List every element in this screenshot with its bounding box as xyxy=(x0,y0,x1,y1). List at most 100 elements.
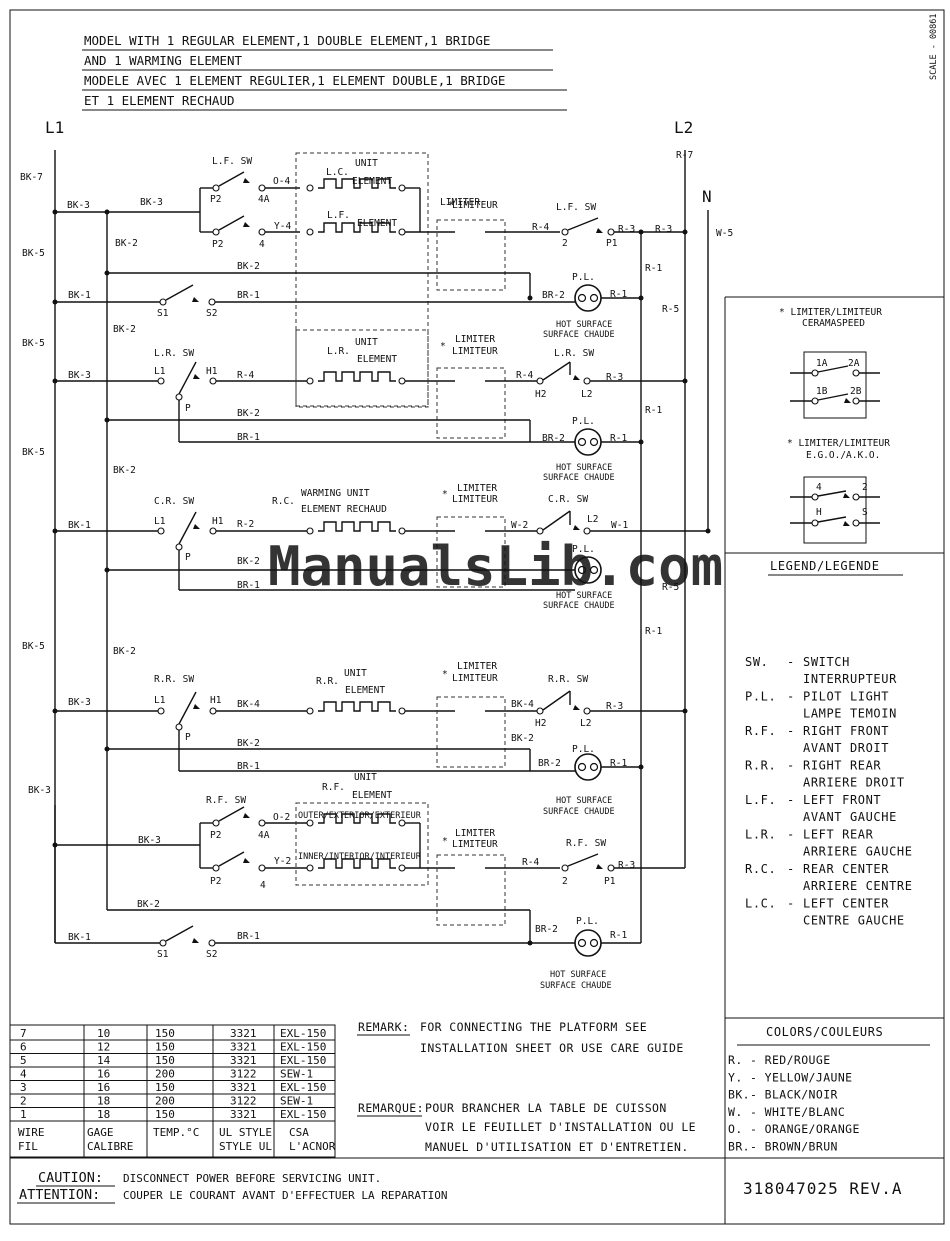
svg-text:R.C.: R.C. xyxy=(272,496,295,507)
svg-text:INSTALLATION SHEET OR USE CARE: INSTALLATION SHEET OR USE CARE GUIDE xyxy=(420,1041,684,1055)
svg-text:H1: H1 xyxy=(210,695,222,706)
svg-text:BK-1: BK-1 xyxy=(68,932,91,943)
table-cell: 6 xyxy=(20,1041,27,1054)
svg-text:S1: S1 xyxy=(157,308,169,319)
svg-text:R-3: R-3 xyxy=(606,701,623,712)
svg-text:HOT SURFACE: HOT SURFACE xyxy=(556,463,612,473)
svg-text:* LIMITER/LIMITEUR: * LIMITER/LIMITEUR xyxy=(787,438,890,449)
svg-text:4A: 4A xyxy=(258,830,270,841)
svg-text:BR-1: BR-1 xyxy=(237,931,260,942)
legend-title: LEGEND/LEGENDE xyxy=(770,559,880,573)
legend-english: REAR CENTER xyxy=(803,862,889,876)
l1-label: L1 xyxy=(45,118,64,137)
svg-text:BK-3: BK-3 xyxy=(138,835,161,846)
table-header: WIRE xyxy=(18,1126,45,1139)
table-cell: 14 xyxy=(97,1054,111,1067)
svg-text:UNIT: UNIT xyxy=(354,772,377,783)
table-cell: 3122 xyxy=(230,1068,257,1081)
svg-text:LIMITER: LIMITER xyxy=(457,661,497,672)
legend: LEGEND/LEGENDE SW.-SWITCHINTERRUPTEURP.L… xyxy=(745,559,912,928)
svg-text:R-2: R-2 xyxy=(237,519,254,530)
svg-text:P.L.: P.L. xyxy=(572,744,595,755)
svg-text:W-1: W-1 xyxy=(611,520,628,531)
table-cell: 150 xyxy=(155,1108,175,1121)
legend-french: AVANT DROIT xyxy=(803,741,889,755)
legend-dash: - xyxy=(787,793,795,807)
svg-text:R.F.: R.F. xyxy=(322,782,345,793)
svg-text:*: * xyxy=(442,669,448,680)
svg-text:2: 2 xyxy=(562,238,568,249)
svg-text:2: 2 xyxy=(862,482,868,493)
svg-text:L.C.: L.C. xyxy=(326,167,349,178)
legend-french: CENTRE GAUCHE xyxy=(803,914,905,928)
svg-text:R-1: R-1 xyxy=(610,930,627,941)
legend-abbr: R.F. xyxy=(745,724,776,738)
svg-text:HOT SURFACE: HOT SURFACE xyxy=(556,591,612,601)
legend-french: INTERRUPTEUR xyxy=(803,672,897,686)
color-item: Y. - YELLOW/JAUNE xyxy=(728,1070,853,1084)
watermark: ManualsLib.com xyxy=(268,535,723,598)
legend-abbr: SW. xyxy=(745,655,768,669)
svg-text:*: * xyxy=(442,836,448,847)
neutral-label: N xyxy=(702,187,712,206)
legend-french: ARRIERE DROIT xyxy=(803,776,905,790)
legend-english: LEFT CENTER xyxy=(803,897,889,911)
svg-text:P2: P2 xyxy=(210,876,221,887)
svg-text:CAUTION:: CAUTION: xyxy=(38,1170,103,1186)
limiter-detail-ego: * LIMITER/LIMITEUR E.G.O./A.K.O. 4 2 H S xyxy=(787,438,890,544)
table-cell: SEW-1 xyxy=(280,1068,313,1081)
caution-notice: CAUTION: DISCONNECT POWER BEFORE SERVICI… xyxy=(17,1170,448,1204)
svg-text:BK-5: BK-5 xyxy=(22,641,45,652)
svg-text:R-1: R-1 xyxy=(645,405,662,416)
svg-text:C.R. SW: C.R. SW xyxy=(548,494,588,505)
svg-text:O-4: O-4 xyxy=(273,176,290,187)
table-cell: EXL-150 xyxy=(280,1041,326,1054)
svg-text:R-1: R-1 xyxy=(610,758,627,769)
svg-text:SURFACE CHAUDE: SURFACE CHAUDE xyxy=(543,330,615,340)
svg-text:R-3: R-3 xyxy=(606,372,623,383)
legend-abbr: R.C. xyxy=(745,862,776,876)
table-cell: 3321 xyxy=(230,1054,257,1067)
legend-english: PILOT LIGHT xyxy=(803,690,889,704)
svg-text:HOT SURFACE: HOT SURFACE xyxy=(556,320,612,330)
svg-text:1B: 1B xyxy=(816,386,828,397)
svg-text:BK-2: BK-2 xyxy=(113,465,136,476)
table-cell: 18 xyxy=(97,1095,110,1108)
svg-text:BK-3: BK-3 xyxy=(67,200,90,211)
svg-text:P: P xyxy=(185,552,191,563)
table-header: CSA xyxy=(289,1126,309,1139)
svg-text:4A: 4A xyxy=(258,194,270,205)
svg-text:BK-2: BK-2 xyxy=(237,556,260,567)
svg-text:LIMITEUR: LIMITEUR xyxy=(452,346,498,357)
table-cell: 3321 xyxy=(230,1027,257,1040)
diagram-title: MODEL WITH 1 REGULAR ELEMENT,1 DOUBLE EL… xyxy=(82,33,567,111)
color-item: O. - ORANGE/ORANGE xyxy=(728,1122,860,1136)
svg-text:R.R. SW: R.R. SW xyxy=(548,674,588,685)
circuit-center-rear: BK-5 BK-2 BK-1 C.R. SW L1 H1 P BR-1 R-2 … xyxy=(22,447,711,637)
svg-text:E.G.O./A.K.O.: E.G.O./A.K.O. xyxy=(806,450,880,461)
svg-text:BK-4: BK-4 xyxy=(511,699,534,710)
svg-text:* LIMITER/LIMITEUR: * LIMITER/LIMITEUR xyxy=(779,307,882,318)
svg-text:R-4: R-4 xyxy=(237,370,254,381)
l1-wire-label: BK-7 xyxy=(20,172,43,183)
svg-text:BR-2: BR-2 xyxy=(538,758,561,769)
svg-text:ELEMENT: ELEMENT xyxy=(352,790,392,801)
svg-text:L1: L1 xyxy=(154,695,166,706)
circuit-left-rear: BK-5 BK-2 BK-3 L.R. SW L1 H1 P BR-1 R-4 … xyxy=(22,324,688,483)
svg-text:H2: H2 xyxy=(535,718,546,729)
color-item: W. - WHITE/BLANC xyxy=(728,1105,845,1119)
svg-text:BR-1: BR-1 xyxy=(237,580,260,591)
svg-text:CERAMASPEED: CERAMASPEED xyxy=(802,318,865,329)
table-cell: 150 xyxy=(155,1027,175,1040)
svg-text:P1: P1 xyxy=(606,238,618,249)
svg-text:R-4: R-4 xyxy=(522,857,539,868)
svg-text:BK-2: BK-2 xyxy=(237,408,260,419)
svg-text:L.R. SW: L.R. SW xyxy=(154,348,194,359)
svg-text:4: 4 xyxy=(259,239,265,250)
table-cell: 3321 xyxy=(230,1108,257,1121)
table-cell: 16 xyxy=(97,1068,110,1081)
svg-text:BK-1: BK-1 xyxy=(68,520,91,531)
svg-text:BK-3: BK-3 xyxy=(68,697,91,708)
